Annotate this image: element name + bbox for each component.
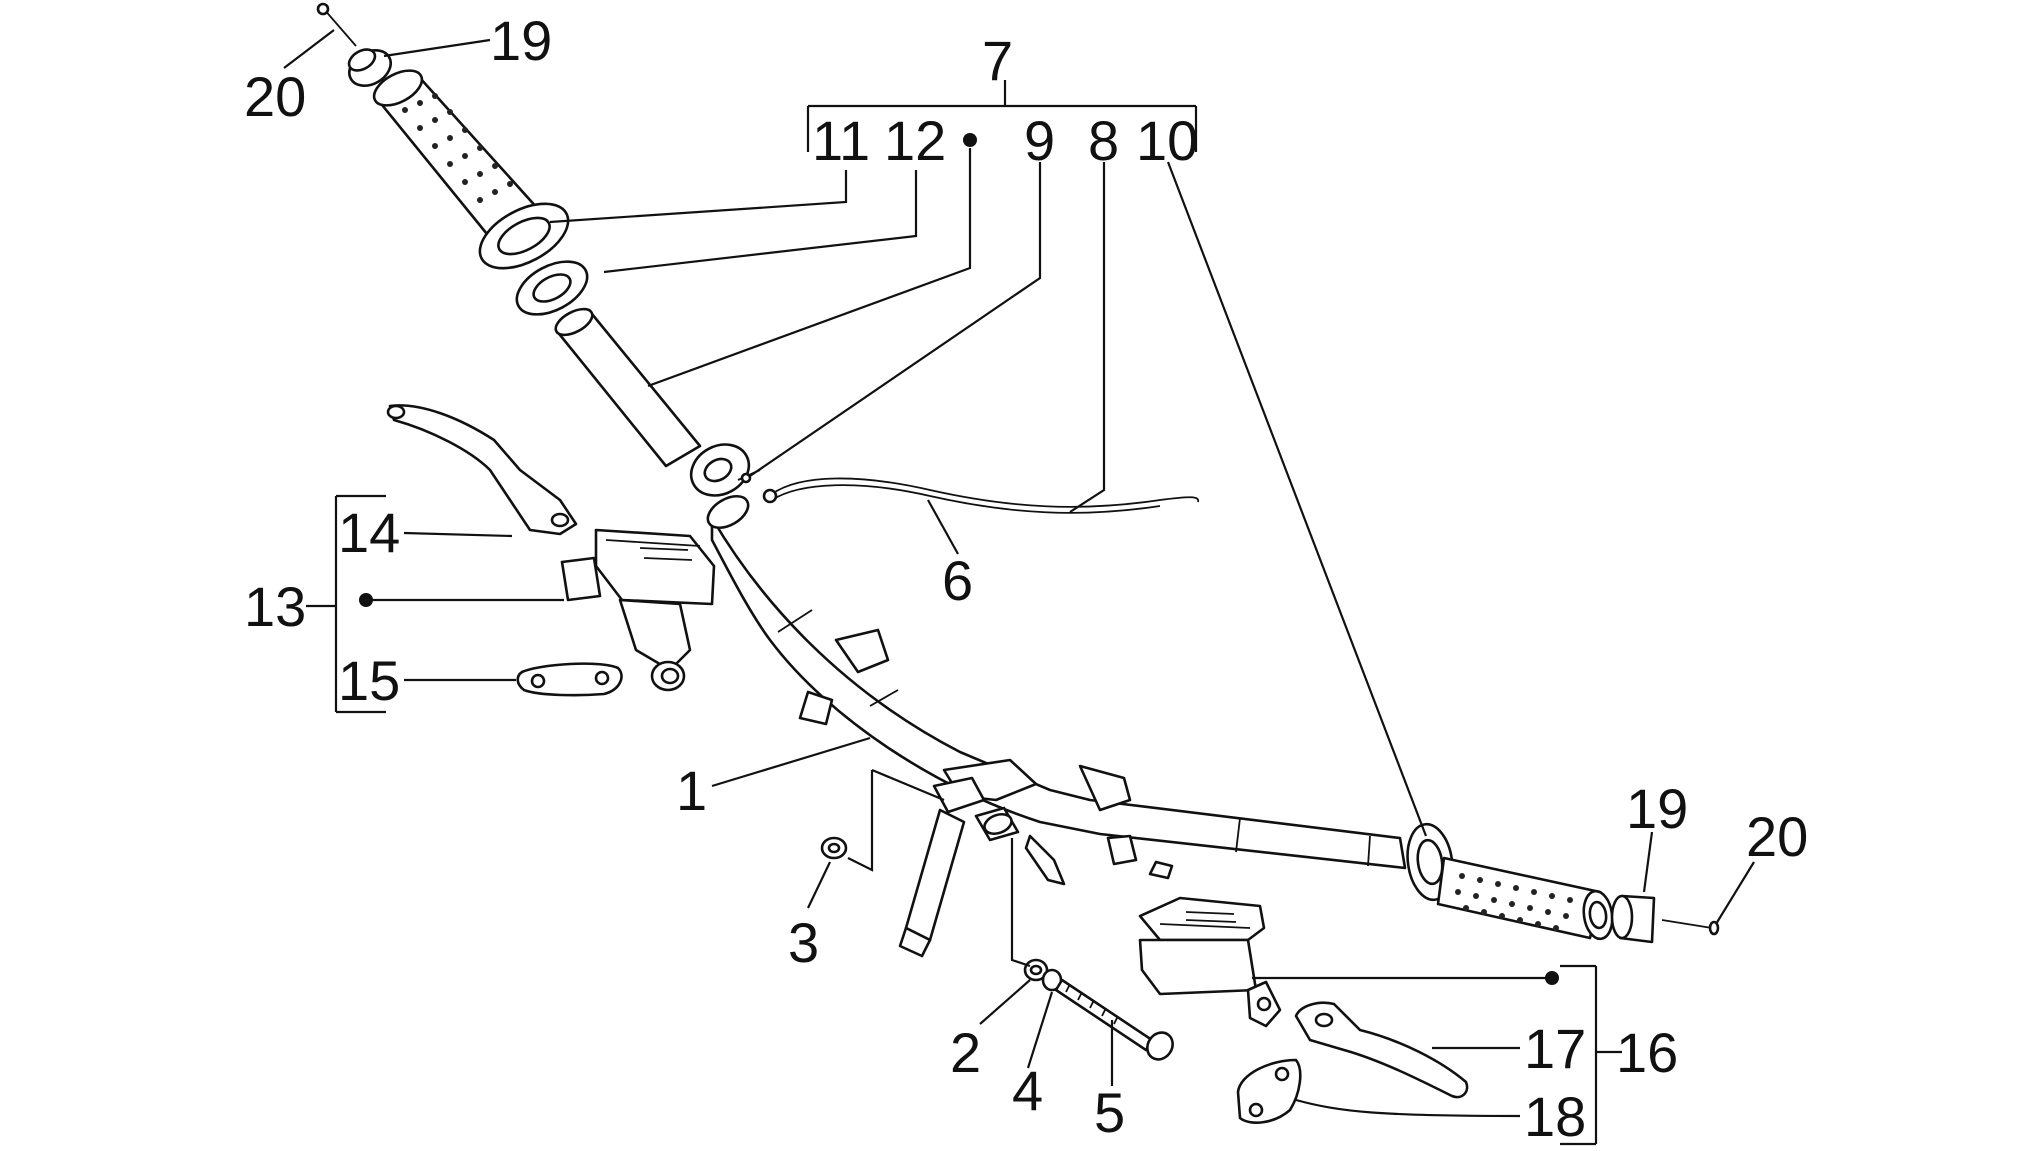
bullet-dots bbox=[359, 133, 1559, 985]
left-clamp bbox=[516, 662, 623, 697]
label-20-top: 20 bbox=[244, 65, 306, 128]
label-10: 10 bbox=[1136, 109, 1198, 172]
label-17: 17 bbox=[1524, 1017, 1586, 1080]
label-2: 2 bbox=[950, 1021, 981, 1084]
right-grip-end-cap bbox=[1610, 894, 1656, 944]
right-clamp bbox=[1236, 1058, 1302, 1124]
leader-lines bbox=[283, 29, 1755, 1146]
throttle-sleeve bbox=[554, 307, 751, 497]
right-handgrip bbox=[1436, 856, 1614, 941]
label-13: 13 bbox=[244, 575, 306, 638]
bullet-dot-13 bbox=[359, 593, 373, 607]
callout-labels: 7 11 12 9 8 10 19 20 14 13 15 6 1 3 2 4 … bbox=[244, 9, 1808, 1148]
label-9: 9 bbox=[1024, 109, 1055, 172]
left-handgrip bbox=[372, 69, 570, 270]
label-8: 8 bbox=[1088, 109, 1119, 172]
label-3: 3 bbox=[788, 911, 819, 974]
bullet-dot-16 bbox=[1545, 971, 1559, 985]
right-brake-lever bbox=[1294, 1001, 1469, 1099]
bullet-dot-7 bbox=[963, 133, 977, 147]
washer-3 bbox=[820, 836, 848, 860]
left-grip-washer bbox=[515, 260, 589, 316]
handlebar bbox=[706, 494, 1407, 958]
left-brake-lever bbox=[386, 404, 578, 536]
washer-2 bbox=[1023, 958, 1049, 982]
label-5: 5 bbox=[1094, 1081, 1125, 1144]
label-1: 1 bbox=[676, 759, 707, 822]
label-7: 7 bbox=[982, 29, 1013, 92]
label-19-right: 19 bbox=[1626, 777, 1688, 840]
label-14: 14 bbox=[338, 501, 400, 564]
right-master-cylinder bbox=[1138, 896, 1282, 1028]
right-grip-end-screw bbox=[1661, 919, 1720, 936]
throttle-cable bbox=[737, 469, 1200, 514]
label-12: 12 bbox=[884, 109, 946, 172]
label-15: 15 bbox=[338, 649, 400, 712]
label-11: 11 bbox=[812, 109, 870, 172]
label-6: 6 bbox=[942, 549, 973, 612]
label-19-top: 19 bbox=[490, 9, 552, 72]
left-grip-end-cap bbox=[347, 48, 392, 87]
label-16: 16 bbox=[1616, 1021, 1678, 1084]
label-18: 18 bbox=[1524, 1085, 1586, 1148]
bolt-5 bbox=[1054, 978, 1174, 1061]
left-grip-end-screw bbox=[316, 2, 357, 47]
left-master-cylinder bbox=[560, 528, 716, 692]
label-4: 4 bbox=[1012, 1059, 1043, 1122]
label-20-right: 20 bbox=[1746, 805, 1808, 868]
